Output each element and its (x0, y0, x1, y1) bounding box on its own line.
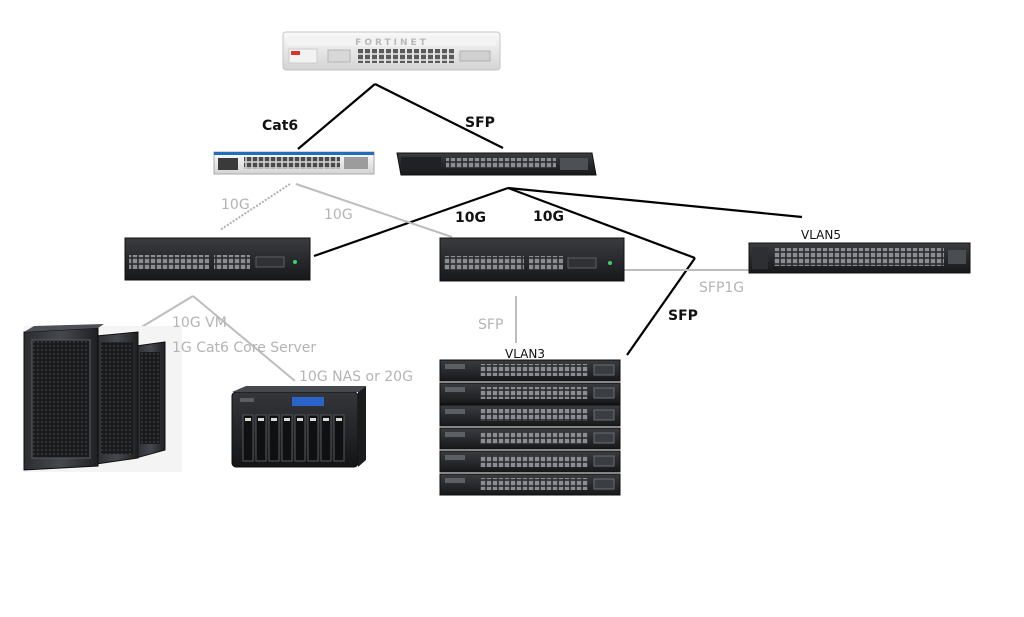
server-racks (23, 324, 182, 472)
nas-drive-bay (333, 414, 345, 462)
label-vlan5: VLAN5 (801, 228, 841, 242)
nas-bay-latch (258, 418, 264, 421)
link-firewall-sfp (374, 83, 504, 149)
label-sfp-top: SFP (465, 115, 495, 131)
label-10g-b: 10G (533, 209, 564, 225)
link-firewall-cat6 (297, 83, 376, 150)
nas-device (231, 386, 366, 468)
label-10g-left: 10G (221, 197, 250, 213)
firewall-device: FORTINET (282, 31, 501, 71)
label-sfp-right: SFP (668, 308, 698, 324)
nas-drive-bay (268, 414, 280, 462)
nas-bay-latch (310, 418, 316, 421)
nas-bay-latch (245, 418, 251, 421)
nas-bay-latch (271, 418, 277, 421)
vlan3-switch-unit (439, 427, 621, 450)
link-agg-left-nas (192, 295, 296, 382)
link-cat6-agg-right (295, 183, 453, 238)
label-core-server: 1G Cat6 Core Server (172, 340, 316, 356)
vlan3-switch-unit (439, 473, 621, 496)
labels: Cat6 SFP 10G 10G 10G 10G VLAN5 SFP1G SFP… (172, 115, 841, 385)
vlan5-switch (748, 242, 971, 274)
firewall-brand: FORTINET (355, 38, 429, 48)
nas-drive-bay (307, 414, 319, 462)
aggregation-switch-right (439, 237, 625, 282)
vlan3-switch-stack (439, 359, 621, 496)
core-switch-ports (244, 157, 340, 169)
label-vlan3: VLAN3 (505, 347, 545, 361)
vlan3-switch-unit (439, 359, 621, 382)
nas-drive-bay (320, 414, 332, 462)
core-switch-cat6 (213, 151, 375, 175)
label-10g-mid: 10G (324, 207, 353, 223)
nas-drive-bay (255, 414, 267, 462)
aggregation-switch-left (124, 237, 311, 281)
link-sfp-agg-left (313, 186, 509, 258)
label-sfp-mid: SFP (478, 317, 503, 333)
core-switch-sfp (396, 152, 597, 176)
label-10g-vm: 10G VM (172, 315, 227, 331)
nas-drive-bay (242, 414, 254, 462)
label-nas: 10G NAS or 20G (299, 369, 413, 385)
label-sfp1g: SFP1G (699, 280, 744, 296)
vlan5-switch-ports (774, 248, 944, 266)
vlan3-switch-unit (439, 404, 621, 427)
nas-bay-latch (297, 418, 303, 421)
firewall-ports (356, 49, 454, 63)
label-10g-a: 10G (455, 210, 486, 226)
nas-display (292, 397, 324, 406)
link-sfp-vlan3 (626, 257, 696, 356)
nas-bay-latch (336, 418, 342, 421)
nas-bay-latch (323, 418, 329, 421)
nas-drive-bay (281, 414, 293, 462)
nas-drive-bay (294, 414, 306, 462)
nas-bay-latch (284, 418, 290, 421)
link-agg-left-rack (139, 295, 194, 329)
label-cat6: Cat6 (262, 118, 298, 134)
link-sfp-vlan5 (507, 186, 803, 219)
nas-drive-bays (242, 414, 345, 462)
vlan3-switch-unit (439, 382, 621, 405)
links (139, 83, 803, 382)
sfp-switch-ports (446, 158, 556, 168)
vlan3-switch-unit (439, 450, 621, 473)
link-sfp-agg-right (507, 186, 696, 260)
